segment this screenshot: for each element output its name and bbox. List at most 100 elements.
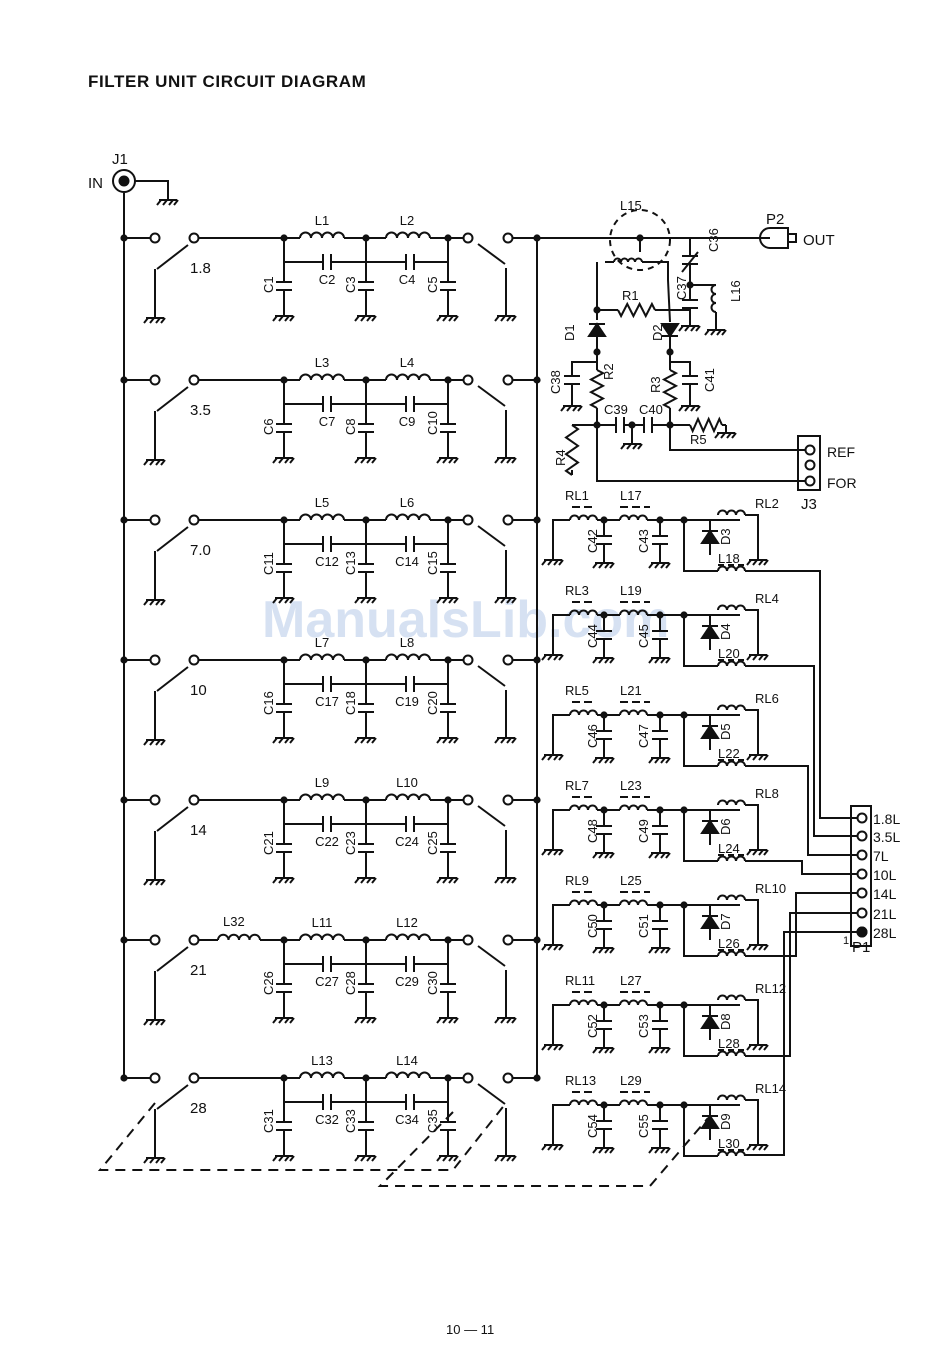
wire bbox=[683, 1105, 718, 1157]
pin-label: 7L bbox=[873, 848, 889, 864]
inductor-label: L28 bbox=[718, 1036, 740, 1051]
inductor-symbol bbox=[569, 609, 598, 616]
capacitor-symbol bbox=[322, 956, 332, 972]
pin-label: 14L bbox=[873, 886, 897, 902]
band-label: 28 bbox=[190, 1100, 207, 1117]
inductor-symbol bbox=[717, 1150, 746, 1157]
component-label: C55 bbox=[636, 1114, 651, 1138]
capacitor-symbol bbox=[322, 536, 332, 552]
ground-symbol bbox=[494, 315, 517, 322]
capacitor-symbol bbox=[276, 1121, 292, 1131]
ground-symbol bbox=[746, 654, 769, 661]
relay-label: RL9 bbox=[565, 873, 589, 888]
ground-symbol bbox=[357, 590, 375, 599]
inductor-symbol bbox=[717, 855, 746, 862]
capacitor-symbol bbox=[322, 254, 332, 270]
component-label: C50 bbox=[585, 914, 600, 938]
connector-label: J3 bbox=[801, 496, 817, 513]
ground-symbol bbox=[746, 754, 769, 761]
component-label: C40 bbox=[639, 402, 663, 417]
component-label: 1 bbox=[843, 935, 849, 947]
switch-arm bbox=[156, 526, 189, 552]
capacitor-symbol bbox=[405, 1094, 415, 1110]
inductor-symbol bbox=[299, 793, 345, 801]
ground-symbol bbox=[746, 849, 769, 856]
terminal bbox=[502, 794, 514, 806]
ground-symbol bbox=[541, 1044, 564, 1051]
ground-symbol bbox=[648, 562, 671, 569]
relay-label: RL4 bbox=[755, 591, 779, 606]
wire bbox=[283, 520, 449, 545]
ground-symbol bbox=[497, 450, 515, 459]
inductor-label: L13 bbox=[311, 1053, 333, 1068]
ground-symbol bbox=[354, 315, 377, 322]
ground-symbol bbox=[436, 877, 459, 884]
ground-symbol bbox=[651, 845, 669, 854]
page-title: FILTER UNIT CIRCUIT DIAGRAM bbox=[88, 72, 367, 91]
ground-symbol bbox=[494, 457, 517, 464]
inductor-symbol bbox=[717, 950, 746, 957]
band-label: 3.5 bbox=[190, 402, 211, 419]
component-label: C36 bbox=[706, 228, 721, 252]
relay-label: RL3 bbox=[565, 583, 589, 598]
ground-symbol bbox=[436, 597, 459, 604]
ground-symbol bbox=[620, 443, 643, 450]
inductor-symbol bbox=[619, 514, 648, 521]
ground-symbol bbox=[681, 318, 699, 327]
ground-symbol bbox=[439, 1010, 457, 1019]
capacitor-label: C13 bbox=[343, 551, 358, 575]
switch-linkage bbox=[97, 1102, 507, 1171]
inductor-symbol bbox=[717, 894, 746, 901]
terminal bbox=[188, 934, 200, 946]
ground-symbol bbox=[357, 450, 375, 459]
switch-arm bbox=[156, 244, 189, 270]
transformer-label: L15 bbox=[620, 198, 642, 213]
ground-symbol bbox=[275, 1010, 293, 1019]
inductor-label: L17 bbox=[620, 488, 642, 503]
inductor-symbol bbox=[569, 709, 598, 716]
switch-arm bbox=[477, 385, 506, 407]
resistor-symbol bbox=[617, 301, 656, 319]
inductor-label: L3 bbox=[315, 355, 329, 370]
wire bbox=[667, 279, 671, 352]
junction-dot bbox=[533, 796, 541, 804]
component-label: C43 bbox=[636, 529, 651, 553]
ground-symbol bbox=[143, 1019, 166, 1026]
pin1-dot bbox=[856, 926, 868, 938]
junction-dot bbox=[533, 376, 541, 384]
ground-symbol bbox=[592, 1147, 615, 1154]
junction-dot bbox=[533, 516, 541, 524]
resistor-symbol bbox=[564, 424, 580, 476]
ground-symbol bbox=[357, 1148, 375, 1157]
component-label: R2 bbox=[601, 363, 616, 380]
ground-symbol bbox=[146, 1012, 164, 1021]
ground-symbol bbox=[436, 315, 459, 322]
inductor-symbol bbox=[385, 373, 431, 381]
wire bbox=[683, 615, 718, 667]
capacitor-symbol bbox=[276, 563, 292, 573]
ground-symbol bbox=[497, 870, 515, 879]
ground-symbol bbox=[648, 1047, 671, 1054]
component-label: L32 bbox=[223, 914, 245, 929]
capacitor-symbol bbox=[405, 254, 415, 270]
capacitor-symbol bbox=[358, 843, 374, 853]
component-label: REF bbox=[827, 444, 855, 460]
ground-symbol bbox=[544, 1137, 562, 1146]
terminal bbox=[804, 459, 816, 471]
switch-arm bbox=[477, 243, 506, 265]
capacitor-label: C17 bbox=[315, 694, 339, 709]
junction-dot bbox=[533, 1074, 541, 1082]
terminal bbox=[188, 794, 200, 806]
capacitor-label: C35 bbox=[425, 1109, 440, 1133]
terminal bbox=[188, 514, 200, 526]
capacitor-symbol bbox=[358, 563, 374, 573]
ground-symbol bbox=[494, 597, 517, 604]
terminal bbox=[502, 934, 514, 946]
ground-symbol bbox=[651, 1040, 669, 1049]
component-label: C45 bbox=[636, 624, 651, 648]
wire bbox=[745, 609, 759, 647]
ground-symbol bbox=[146, 872, 164, 881]
component-label: C52 bbox=[585, 1014, 600, 1038]
ground-symbol bbox=[439, 870, 457, 879]
capacitor-symbol bbox=[652, 825, 668, 835]
